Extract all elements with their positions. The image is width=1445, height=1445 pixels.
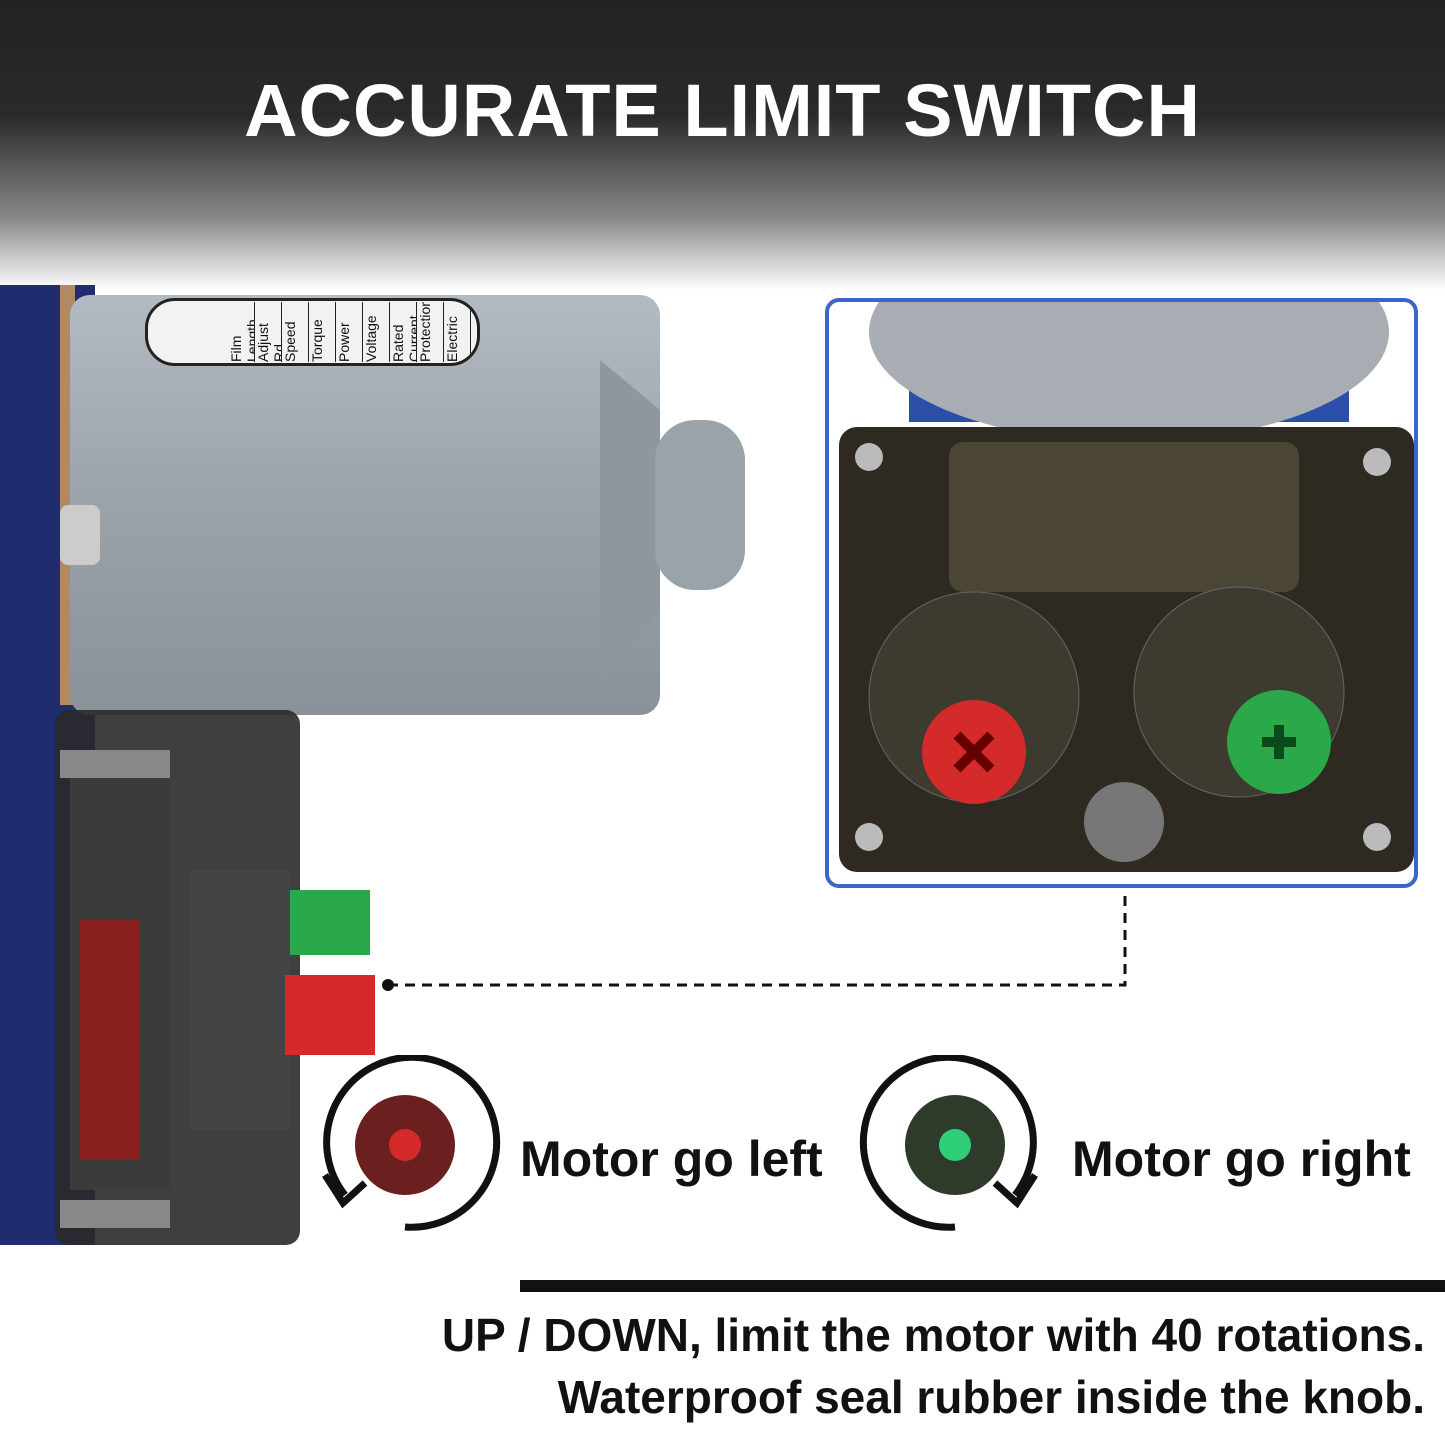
- motor-spec-label: Film Length Adjust Rd Speed Torque Power…: [145, 298, 480, 366]
- caption-motor-right: Motor go right: [1072, 1131, 1411, 1187]
- gray-housing: [70, 295, 660, 715]
- divider-bar: [520, 1280, 1445, 1292]
- label-field: Power: [336, 302, 363, 362]
- rotate-left-icon: [322, 1055, 501, 1231]
- green-knob-side: [290, 890, 370, 955]
- label-field: Speed: [282, 302, 309, 362]
- label-field: Film Length: [228, 302, 255, 362]
- label-field: Rated Current: [390, 302, 417, 362]
- header-band: [0, 0, 1445, 290]
- bottom-line-1: UP / DOWN, limit the motor with 40 rotat…: [441, 1309, 1425, 1361]
- dashed-connector: [388, 895, 1127, 987]
- label-field: Protection: [417, 302, 444, 362]
- rotate-right-icon: [859, 1055, 1038, 1231]
- label-field: Electric: [444, 302, 471, 362]
- bottom-line-2: Waterproof seal rubber inside the knob.: [557, 1371, 1425, 1423]
- label-field: Voltage: [363, 302, 390, 362]
- motor-illustration: [0, 285, 745, 1245]
- label-field: Adjust Rd: [255, 302, 282, 362]
- label-field: Torque: [309, 302, 336, 362]
- limit-switch-closeup: [825, 298, 1418, 888]
- page-title: ACCURATE LIMIT SWITCH: [244, 69, 1201, 152]
- red-knob-side: [285, 975, 375, 1055]
- caption-motor-left: Motor go left: [520, 1131, 823, 1187]
